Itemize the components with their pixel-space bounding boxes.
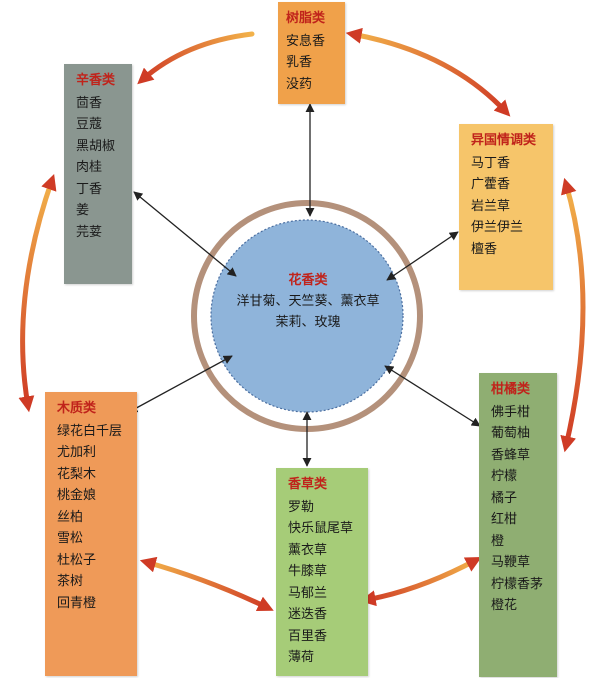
category-box-spicy: 辛香类 茴香豆蔻黑胡椒肉桂丁香姜芫荽 [64, 64, 132, 284]
arc-spicy-to-woody [18, 173, 57, 413]
category-item: 黑胡椒 [76, 138, 116, 154]
center-line-1: 洋甘菊、天竺葵、薰衣草 [236, 294, 380, 309]
connector-spicy [133, 191, 237, 277]
arc-citrus-to-herb [359, 556, 482, 607]
category-item: 绿花白千层 [57, 423, 123, 439]
category-item: 百里香 [288, 628, 328, 644]
category-list: 茴香豆蔻黑胡椒肉桂丁香姜芫荽 [76, 93, 128, 244]
category-item: 茴香 [76, 95, 103, 111]
connector-exotic [386, 231, 459, 281]
category-item: 桃金娘 [57, 488, 97, 503]
outer-cycle-arrows [18, 27, 586, 612]
category-item: 马郁兰 [288, 585, 328, 601]
center-label: 花香类 洋甘菊、天竺葵、薰衣草 茉莉、玫瑰 [210, 270, 406, 333]
category-title: 柑橘类 [491, 382, 531, 397]
category-list: 绿花白千层尤加利花梨木桃金娘丝柏雪松杜松子茶树回青橙 [57, 421, 133, 615]
category-box-herb: 香草类 罗勒快乐鼠尾草薰衣草牛膝草马郁兰迷迭香百里香薄荷 [276, 468, 368, 676]
category-title: 树脂类 [286, 11, 326, 26]
center-title: 花香类 [288, 273, 328, 288]
category-item: 安息香 [286, 33, 326, 49]
category-box-citrus: 柑橘类 佛手柑葡萄柚香蜂草柠檬橘子红柑橙马鞭草柠檬香茅橙花 [479, 373, 557, 677]
category-item: 葡萄柚 [491, 426, 531, 441]
category-item: 红柑 [491, 512, 518, 527]
category-item: 橘子 [491, 490, 518, 506]
category-box-woody: 木质类 绿花白千层尤加利花梨木桃金娘丝柏雪松杜松子茶树回青橙 [45, 392, 137, 676]
category-item: 柠檬 [491, 469, 518, 484]
category-list: 安息香乳香没药 [286, 31, 341, 96]
category-item: 柠檬香茅 [491, 576, 544, 592]
category-item: 没药 [286, 76, 313, 92]
category-item: 佛手柑 [491, 404, 531, 420]
category-item: 乳香 [286, 55, 313, 70]
category-title: 异国情调类 [471, 133, 537, 148]
category-item: 广藿香 [471, 177, 511, 192]
category-item: 肉桂 [76, 160, 103, 175]
category-item: 茶树 [57, 574, 84, 589]
category-item: 花梨木 [57, 466, 97, 482]
category-list: 马丁香广藿香岩兰草伊兰伊兰檀香 [471, 153, 549, 261]
category-item: 快乐鼠尾草 [288, 521, 354, 536]
category-item: 罗勒 [288, 499, 315, 515]
category-item: 橙花 [491, 598, 518, 613]
category-item: 马鞭草 [491, 555, 531, 570]
category-item: 牛膝草 [288, 564, 328, 579]
category-item: 迷迭香 [288, 607, 328, 622]
center-line-2: 茉莉、玫瑰 [275, 315, 341, 330]
category-item: 雪松 [57, 531, 84, 546]
category-box-resin: 树脂类 安息香乳香没药 [278, 2, 345, 104]
category-item: 回青橙 [57, 595, 97, 611]
category-item: 豆蔻 [76, 117, 103, 132]
category-item: 橙 [491, 533, 505, 549]
category-item: 伊兰伊兰 [471, 220, 524, 235]
category-item: 马丁香 [471, 155, 511, 171]
connector-citrus [384, 365, 481, 427]
category-title: 木质类 [57, 401, 97, 416]
category-item: 尤加利 [57, 445, 97, 460]
category-title: 香草类 [288, 477, 328, 492]
category-item: 薄荷 [288, 650, 315, 665]
category-item: 岩兰草 [471, 198, 511, 214]
category-item: 丝柏 [57, 509, 84, 525]
connector-woody [128, 355, 233, 413]
connector-arrows [128, 103, 481, 467]
arc-exotic-to-citrus [560, 177, 586, 453]
category-item: 芫荽 [76, 224, 103, 240]
category-item: 杜松子 [57, 552, 97, 568]
arc-woody-to-herb [139, 556, 274, 612]
category-item: 姜 [76, 203, 90, 218]
arc-resin-to-exotic [345, 27, 511, 117]
arc-resin-to-spicy [137, 31, 255, 85]
category-item: 檀香 [471, 241, 498, 257]
center-circle [210, 219, 404, 413]
category-item: 香蜂草 [491, 447, 531, 463]
category-box-exotic: 异国情调类 马丁香广藿香岩兰草伊兰伊兰檀香 [459, 124, 553, 290]
category-list: 罗勒快乐鼠尾草薰衣草牛膝草马郁兰迷迭香百里香薄荷 [288, 497, 364, 669]
category-title: 辛香类 [76, 73, 116, 88]
category-item: 丁香 [76, 181, 103, 197]
category-list: 佛手柑葡萄柚香蜂草柠檬橘子红柑橙马鞭草柠檬香茅橙花 [491, 402, 553, 617]
category-item: 薰衣草 [288, 542, 328, 558]
